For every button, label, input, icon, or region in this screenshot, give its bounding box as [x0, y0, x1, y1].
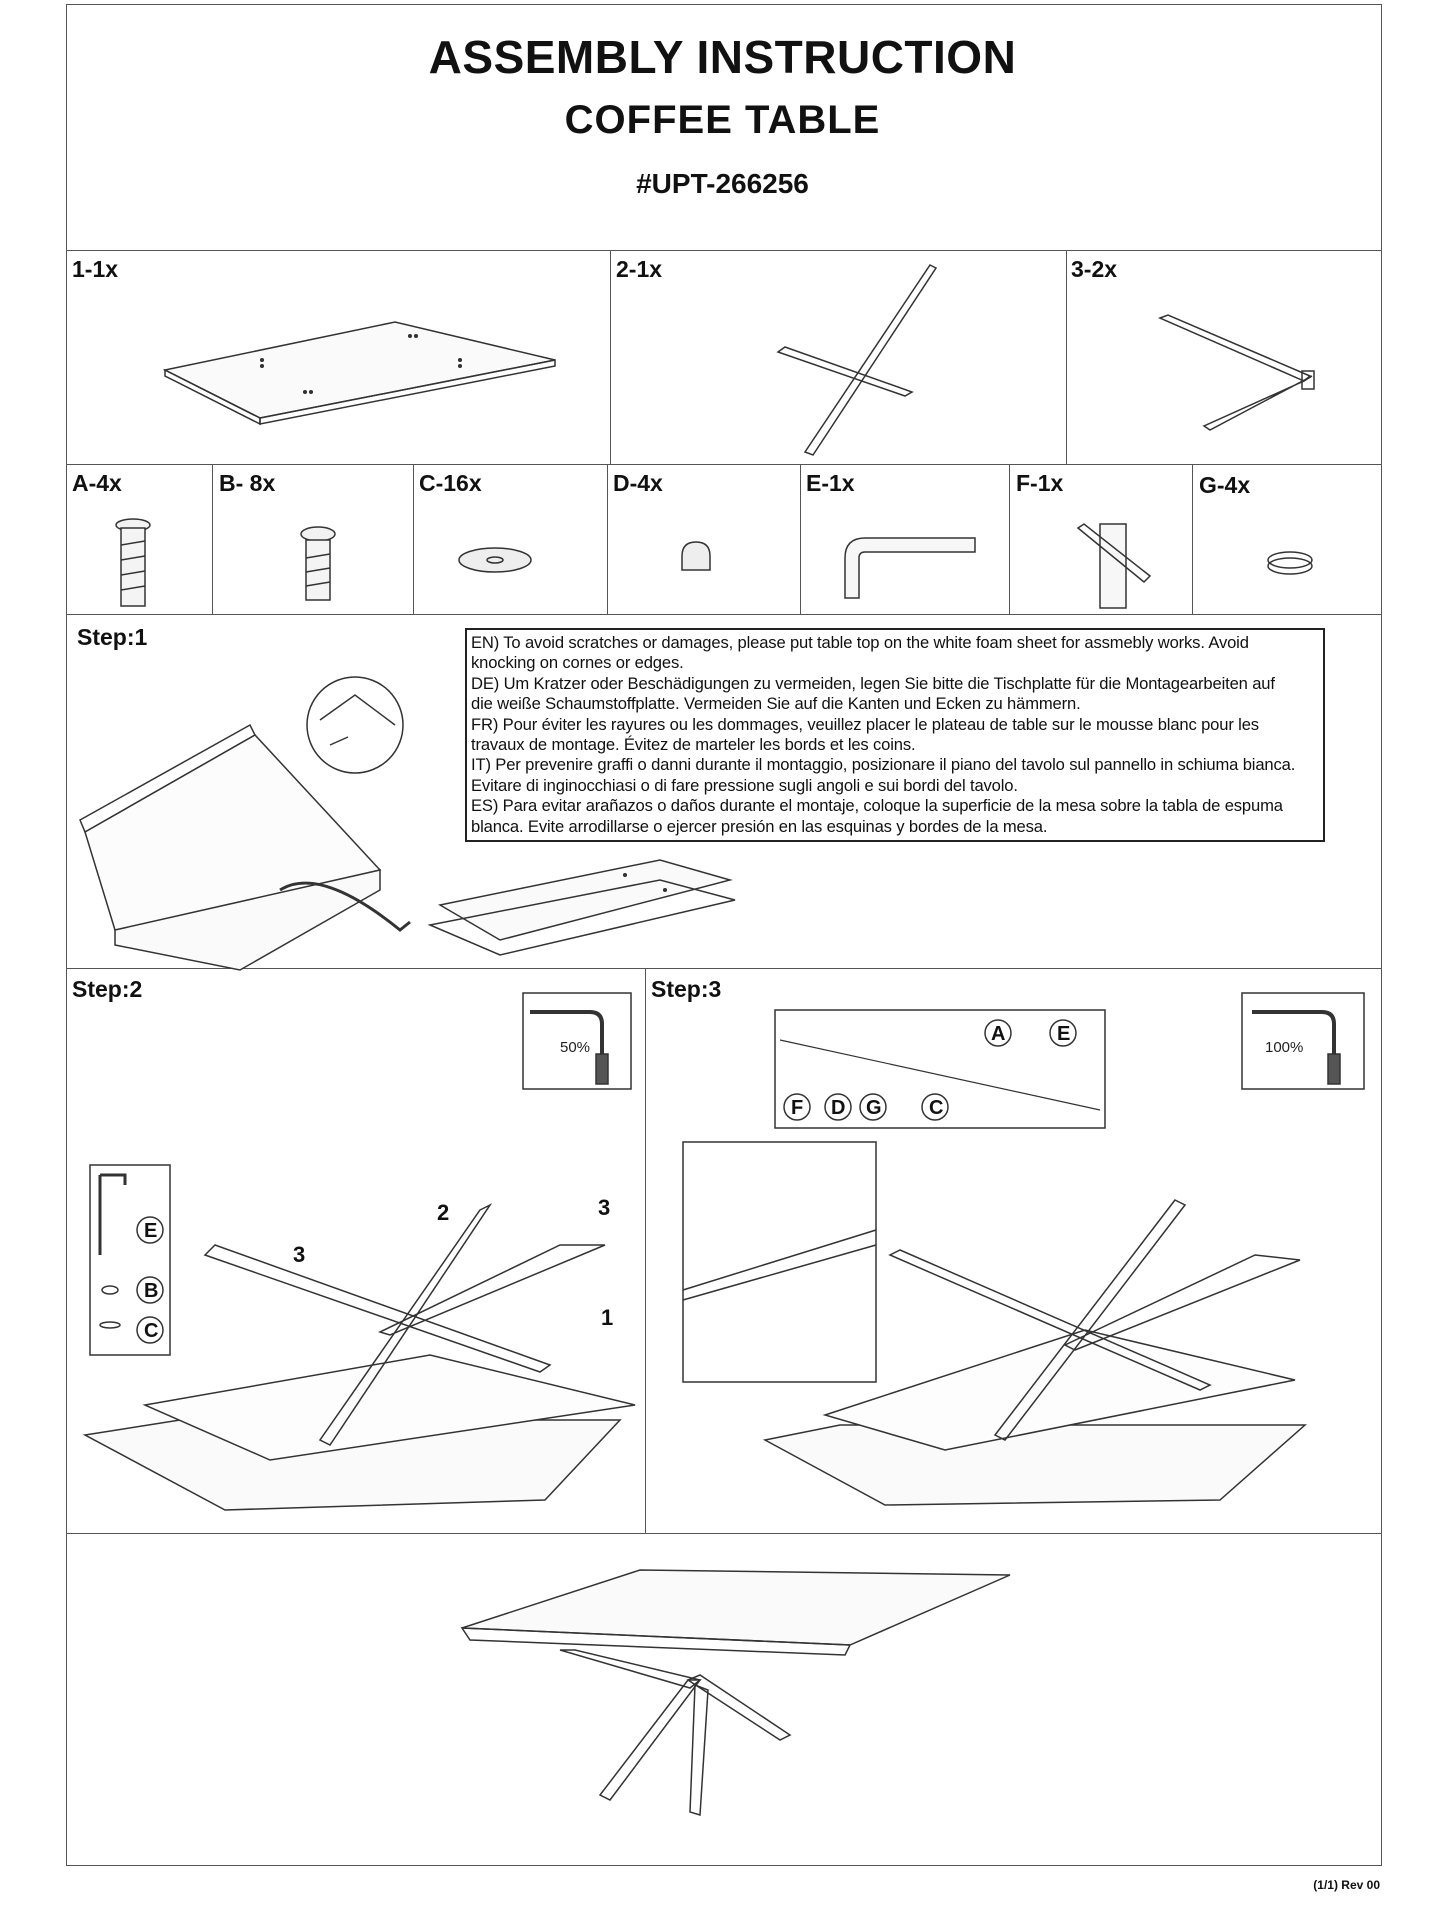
- note-line: EN) To avoid scratches or damages, pleas…: [471, 633, 1249, 652]
- wrench-icon: [1076, 523, 1152, 609]
- side-bar-icon: [1158, 314, 1315, 431]
- flat-washer-icon: [458, 547, 532, 573]
- cross-leg-frame-icon: [776, 264, 938, 456]
- step3-assembly-illustration: [762, 1199, 1307, 1506]
- note-line: ES) Para evitar arañazos o daños durante…: [471, 796, 1283, 816]
- callout-f: F: [791, 1097, 803, 1119]
- note-line: knocking on cornes or edges.: [471, 653, 684, 673]
- tighten-50-icon: [522, 992, 632, 1090]
- page-footer: (1/1) Rev 00: [1313, 1878, 1380, 1892]
- step2-label: Step:2: [72, 976, 143, 1002]
- hardware-callout-illustration: [89, 1164, 171, 1356]
- callout-a: A: [991, 1023, 1005, 1045]
- step3-label: Step:3: [651, 976, 722, 1002]
- step1-label: Step:1: [77, 624, 148, 650]
- long-bolt-icon: [115, 518, 151, 607]
- note-line: travaux de montage. Évitez de marteler l…: [471, 735, 916, 755]
- callout-e: E: [1057, 1023, 1070, 1045]
- step3-exploded-hardware: [774, 1009, 1106, 1129]
- multilingual-notes: EN) To avoid scratches or damages, pleas…: [465, 628, 1325, 842]
- cap-nut-icon: [681, 541, 711, 571]
- assembled-table-illustration: [460, 1569, 1011, 1816]
- part-label-3: 3-2x: [1071, 256, 1118, 282]
- allen-key-icon: [844, 537, 976, 599]
- part-label-2: 2-1x: [616, 256, 663, 282]
- table-top-icon: [162, 321, 556, 426]
- callout-c: C: [144, 1320, 158, 1342]
- divider-v: [1192, 464, 1193, 614]
- note-line: die weiße Schaumstoffplatte. Vermeiden S…: [471, 694, 1081, 714]
- hardware-label-b: B- 8x: [219, 470, 276, 496]
- short-bolt-icon: [300, 526, 336, 601]
- part-number-3a: 3: [293, 1242, 305, 1267]
- divider-step1: [66, 968, 1382, 969]
- divider-header: [66, 250, 1382, 251]
- divider-parts: [66, 464, 1382, 465]
- divider-v: [1066, 250, 1067, 464]
- part-label-1: 1-1x: [72, 256, 119, 282]
- callout-d: D: [831, 1097, 845, 1119]
- hardware-label-a: A-4x: [72, 470, 122, 496]
- spring-washer-icon: [1267, 551, 1313, 575]
- note-line: IT) Per prevenire graffi o danni durante…: [471, 755, 1296, 775]
- step3-detail-inset: [682, 1141, 877, 1383]
- divider-v: [645, 968, 646, 1533]
- hardware-label-e: E-1x: [806, 470, 855, 496]
- divider-v: [800, 464, 801, 614]
- note-line: FR) Pour éviter les rayures ou les domma…: [471, 714, 1259, 734]
- part-number-3b: 3: [598, 1195, 610, 1220]
- packaging-box-illustration: [79, 676, 736, 971]
- callout-g: G: [866, 1097, 882, 1119]
- hardware-label-f: F-1x: [1016, 470, 1064, 496]
- hardware-label-d: D-4x: [613, 470, 663, 496]
- divider-v: [212, 464, 213, 614]
- hardware-label-c: C-16x: [419, 470, 482, 496]
- page-frame: [66, 4, 1382, 1866]
- product-name: COFFEE TABLE: [564, 98, 881, 142]
- tighten-percent-50: 50%: [560, 1039, 590, 1056]
- note-line: blanca. Evite arrodillarse o ejercer pre…: [471, 816, 1048, 836]
- tighten-100-icon: [1241, 992, 1365, 1090]
- part-number-1: 1: [601, 1305, 613, 1330]
- step2-assembly-illustration: [82, 1203, 636, 1511]
- divider-steps: [66, 1533, 1382, 1534]
- document-title: ASSEMBLY INSTRUCTION: [428, 31, 1017, 83]
- divider-v: [607, 464, 608, 614]
- callout-c: C: [929, 1097, 943, 1119]
- callout-b: B: [144, 1280, 158, 1302]
- model-number: #UPT-266256: [636, 168, 809, 199]
- divider-hardware: [66, 614, 1382, 615]
- divider-v: [413, 464, 414, 614]
- divider-v: [1009, 464, 1010, 614]
- note-line: Evitare di inginocchiasi o di fare press…: [471, 775, 1018, 795]
- note-line: DE) Um Kratzer oder Beschädigungen zu ve…: [471, 673, 1275, 693]
- hardware-label-g: G-4x: [1199, 472, 1251, 498]
- part-number-2: 2: [437, 1200, 449, 1225]
- divider-v: [610, 250, 611, 464]
- tighten-percent-100: 100%: [1265, 1039, 1303, 1056]
- callout-e: E: [144, 1220, 157, 1242]
